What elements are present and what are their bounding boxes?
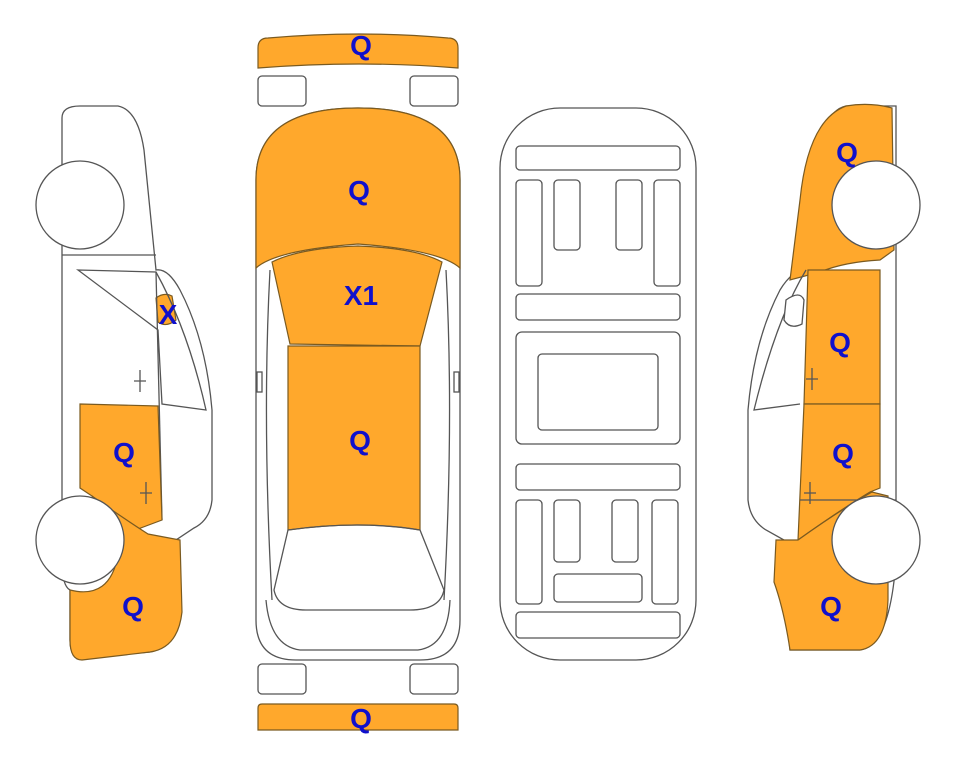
underbody-view xyxy=(499,107,697,661)
left-rear-wheel xyxy=(35,495,125,585)
underbody-rear-left-inner xyxy=(553,499,581,563)
top-left-side-line xyxy=(265,269,273,601)
front-right-light xyxy=(409,75,459,107)
rear-bumper-damage xyxy=(257,703,459,731)
underbody-front-left-rail xyxy=(515,179,543,287)
underbody-rear-left-rail xyxy=(515,499,543,605)
right-rear-quarter-code: Q xyxy=(820,591,842,622)
left-side-view: X Q Q xyxy=(35,105,213,661)
rear-right-light xyxy=(409,663,459,695)
left-rear-handle-icon xyxy=(140,482,152,504)
left-front-wheel xyxy=(35,160,125,250)
windshield-code: X1 xyxy=(344,280,378,311)
front-bumper-code: Q xyxy=(350,30,372,61)
underbody-front-left-inner xyxy=(553,179,581,251)
right-mirror-icon xyxy=(783,294,805,327)
right-front-fender-code: Q xyxy=(836,137,858,168)
left-window-line xyxy=(75,269,207,411)
underbody-front-right-rail xyxy=(653,179,681,287)
right-side-view: Q Q Q Q xyxy=(747,103,921,651)
top-right-side-line xyxy=(443,269,451,601)
right-rear-handle-icon xyxy=(804,482,816,504)
roof-code: Q xyxy=(349,425,371,456)
underbody-front-right-inner xyxy=(615,179,643,251)
underbody-front-bar xyxy=(515,145,681,171)
rear-left-light xyxy=(257,663,307,695)
left-rear-door-code: Q xyxy=(113,437,135,468)
front-left-light xyxy=(257,75,307,107)
underbody-rear-right-rail xyxy=(651,499,679,605)
hood-code: Q xyxy=(348,175,370,206)
left-front-handle-icon xyxy=(134,370,146,392)
rear-window xyxy=(273,524,445,611)
top-view: Q Q X1 Q Q xyxy=(255,30,461,734)
underbody-rear-bar xyxy=(515,611,681,639)
trunk-outline xyxy=(265,599,451,651)
right-front-handle-icon xyxy=(806,368,818,390)
right-rear-door-code: Q xyxy=(832,438,854,469)
right-front-wheel xyxy=(831,160,921,250)
front-bumper-damage xyxy=(257,33,459,69)
left-rear-quarter-code: Q xyxy=(122,591,144,622)
left-front-fender-code: X xyxy=(159,299,178,330)
underbody-rear-right-inner xyxy=(611,499,639,563)
right-window-line xyxy=(753,269,807,411)
underbody-crossmember-rear xyxy=(515,463,681,491)
hood-damage xyxy=(255,107,461,270)
right-mirror xyxy=(453,371,460,393)
left-mirror xyxy=(256,371,263,393)
right-front-door-code: Q xyxy=(829,327,851,358)
rear-bumper-code: Q xyxy=(350,703,372,734)
windshield-damage xyxy=(271,245,443,347)
underbody-rear-plate xyxy=(553,573,643,603)
underbody-center-panel xyxy=(537,353,659,431)
underbody-crossmember-front xyxy=(515,293,681,321)
right-rear-wheel xyxy=(831,495,921,585)
